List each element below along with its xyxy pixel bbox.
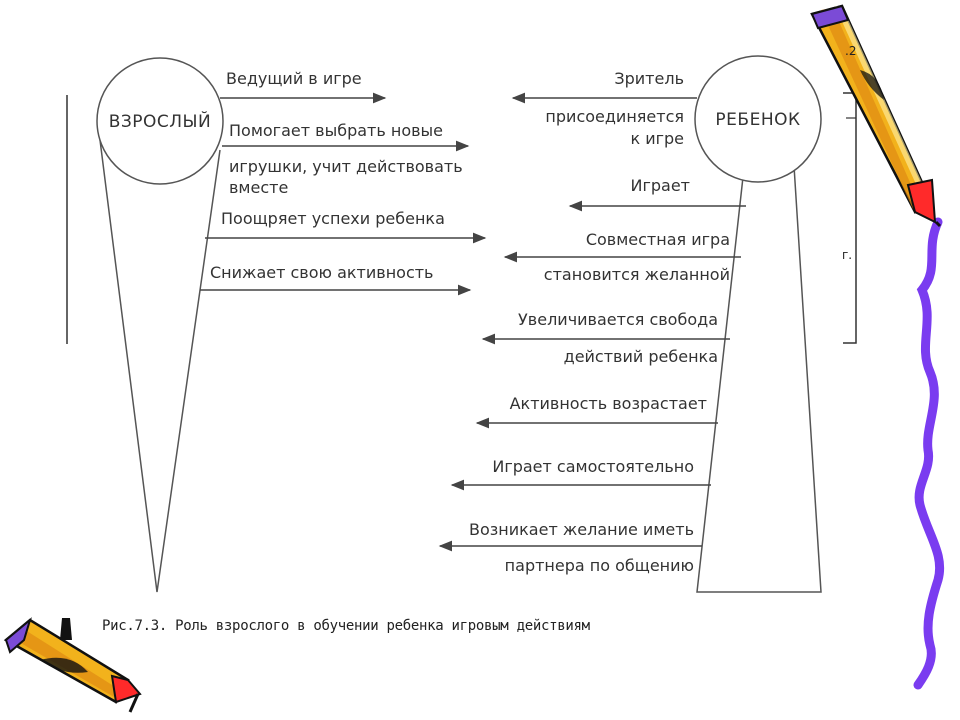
child-text-10: Играет самостоятельно (492, 457, 694, 476)
child-text-5: Совместная игра (586, 230, 730, 249)
child-text-6: становится желанной (544, 265, 730, 284)
child-text-11: Возникает желание иметь (469, 520, 694, 539)
edge-fragment-middle: г. (842, 248, 853, 262)
figure-caption: Рис.7.3. Роль взрослого в обучении ребен… (102, 618, 590, 634)
child-node: РЕБЕНОК (694, 55, 822, 593)
child-text-1: Зритель (614, 69, 684, 88)
child-text-8: действий ребенка (564, 347, 718, 366)
adult-text-4: вместе (229, 178, 288, 197)
pencil-icon (3, 617, 142, 713)
child-text-4: Играет (631, 176, 691, 195)
adult-text-6: Снижает свою активность (210, 263, 433, 282)
adult-text-3: игрушки, учит действовать (229, 157, 463, 176)
child-text-12: партнера по общению (505, 556, 694, 575)
adult-text-5: Поощряет успехи ребенка (221, 209, 445, 228)
child-text-3: к игре (630, 129, 684, 148)
child-text-2: присоединяется (545, 107, 684, 126)
adult-text-2: Помогает выбрать новые (229, 121, 443, 140)
edge-fragment-top: .2 (845, 44, 857, 58)
adult-node: ВЗРОСЛЫЙ (96, 57, 224, 593)
right-bracket-line (843, 92, 857, 344)
child-text-9: Активность возрастает (510, 394, 707, 413)
child-label: РЕБЕНОК (715, 110, 800, 130)
pencil-icon (810, 4, 942, 228)
child-text-7: Увеличивается свобода (518, 310, 718, 329)
adult-label: ВЗРОСЛЫЙ (109, 110, 212, 132)
adult-text-1: Ведущий в игре (226, 69, 362, 88)
purple-ribbon (913, 217, 945, 690)
